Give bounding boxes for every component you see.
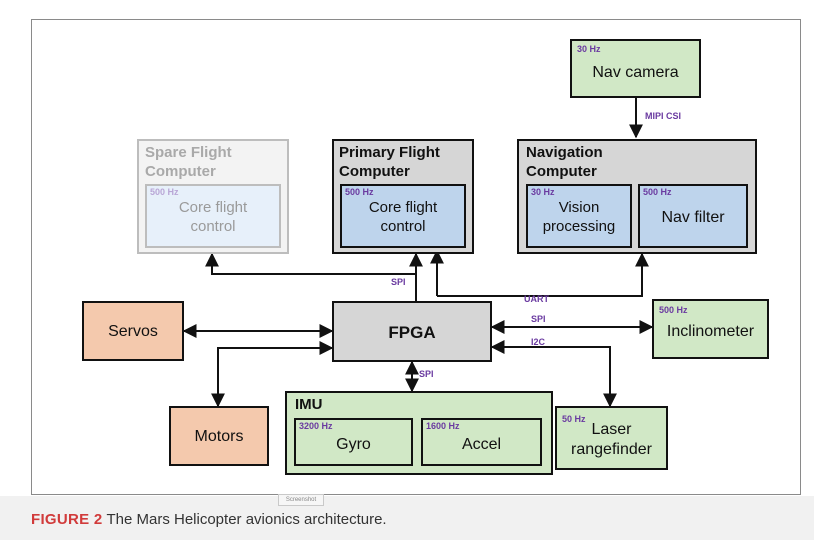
spare-core-flight-control: 500 Hz Core flight control — [145, 184, 281, 248]
primary-flight-computer-block: Primary Flight Computer 500 Hz Core flig… — [332, 139, 474, 254]
label-spi-inclinometer: SPI — [531, 314, 546, 324]
imu-title: IMU — [295, 396, 323, 413]
link-motors — [211, 341, 334, 408]
primary-title-line2: Computer — [339, 163, 410, 180]
navigation-computer-block: Navigation Computer 30 Hz Vision process… — [517, 139, 757, 254]
spare-label-line2: control — [190, 218, 236, 235]
fpga-label: FPGA — [388, 323, 436, 342]
figure-caption-text: The Mars Helicopter avionics architectur… — [106, 511, 387, 528]
primary-title-line1: Primary Flight — [339, 144, 440, 161]
primary-label-line2: control — [380, 218, 426, 235]
link-uart — [437, 252, 649, 297]
laser-rangefinder-block: 50 Hz Laser rangefinder — [555, 406, 668, 470]
spare-flight-computer-block: Spare Flight Computer 500 Hz Core flight… — [137, 139, 289, 254]
link-fpga-spare — [205, 252, 417, 301]
navigation-title-line1: Navigation — [526, 144, 603, 161]
diagram-frame: MIPI CSI SPI UART SPI I2C SPI 30 Hz Nav … — [31, 19, 801, 506]
primary-core-flight-control: 500 Hz Core flight control — [340, 184, 466, 248]
nav-filter-block: 500 Hz Nav filter — [638, 184, 748, 248]
figure-caption: FIGURE 2 The Mars Helicopter avionics ar… — [31, 511, 387, 528]
accel-block: 1600 Hz Accel — [421, 418, 542, 466]
nav-camera-freq: 30 Hz — [577, 44, 601, 54]
accel-label: Accel — [461, 436, 502, 453]
inclinometer-label: Inclinometer — [666, 323, 755, 340]
servos-label: Servos — [108, 323, 158, 340]
label-spi-imu: SPI — [419, 369, 434, 379]
accel-freq: 1600 Hz — [426, 421, 460, 431]
spare-title-line1: Spare Flight — [145, 144, 232, 161]
label-i2c: I2C — [531, 337, 546, 347]
imu-block: IMU 3200 Hz Gyro 1600 Hz Accel — [285, 391, 553, 475]
laser-freq: 50 Hz — [562, 414, 586, 424]
vision-freq: 30 Hz — [531, 187, 555, 197]
link-laser — [490, 340, 617, 408]
spare-freq: 500 Hz — [150, 187, 179, 197]
connection-lines — [182, 98, 654, 408]
servos-block: Servos — [82, 301, 184, 361]
vision-label-line1: Vision — [558, 199, 600, 216]
gyro-block: 3200 Hz Gyro — [294, 418, 413, 466]
gyro-label: Gyro — [336, 436, 371, 453]
spare-title-line2: Computer — [145, 163, 216, 180]
inclinometer-block: 500 Hz Inclinometer — [652, 299, 769, 359]
nav-filter-label: Nav filter — [661, 209, 725, 226]
label-uart: UART — [524, 294, 549, 304]
laser-label-line1: Laser — [591, 421, 632, 438]
nav-camera-block: 30 Hz Nav camera — [570, 39, 701, 98]
primary-label-line1: Core flight — [368, 199, 438, 216]
screenshot-thumbnail[interactable]: Screenshot — [278, 494, 324, 506]
gyro-freq: 3200 Hz — [299, 421, 333, 431]
fpga-block: FPGA — [332, 301, 492, 362]
caption-strip — [0, 496, 814, 540]
primary-freq: 500 Hz — [345, 187, 374, 197]
nav-camera-label: Nav camera — [592, 64, 679, 81]
motors-block: Motors — [169, 406, 269, 466]
label-spi-primary: SPI — [391, 277, 406, 287]
label-mipi: MIPI CSI — [645, 111, 682, 121]
nav-filter-freq: 500 Hz — [643, 187, 672, 197]
inclinometer-freq: 500 Hz — [659, 305, 688, 315]
motors-label: Motors — [194, 428, 244, 445]
laser-label-line2: rangefinder — [571, 441, 652, 458]
vision-processing-block: 30 Hz Vision processing — [526, 184, 632, 248]
vision-label-line2: processing — [542, 218, 616, 235]
navigation-title-line2: Computer — [526, 163, 597, 180]
figure-label: FIGURE 2 — [31, 511, 103, 528]
spare-label-line1: Core flight — [178, 199, 248, 216]
